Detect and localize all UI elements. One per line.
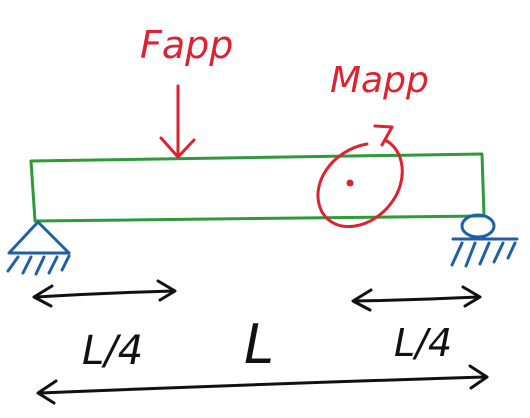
beam <box>29 152 486 223</box>
applied-force: Fapp <box>140 23 233 159</box>
left-quarter-label: L/4 <box>82 328 143 374</box>
left-quarter-dimension: L/4 <box>32 279 177 374</box>
applied-force-label: Fapp <box>140 23 233 67</box>
applied-moment: Mapp <box>316 60 429 228</box>
moment-out-of-page-icon <box>316 124 404 228</box>
arrow-down-icon <box>159 84 196 159</box>
total-length-dimension: L <box>36 313 489 405</box>
right-quarter-dimension: L/4 <box>351 285 482 365</box>
pin-support-icon <box>6 220 71 276</box>
total-length-label: L <box>244 313 274 376</box>
right-quarter-label: L/4 <box>394 321 452 365</box>
roller-support-icon <box>450 213 519 268</box>
applied-moment-label: Mapp <box>330 60 429 101</box>
